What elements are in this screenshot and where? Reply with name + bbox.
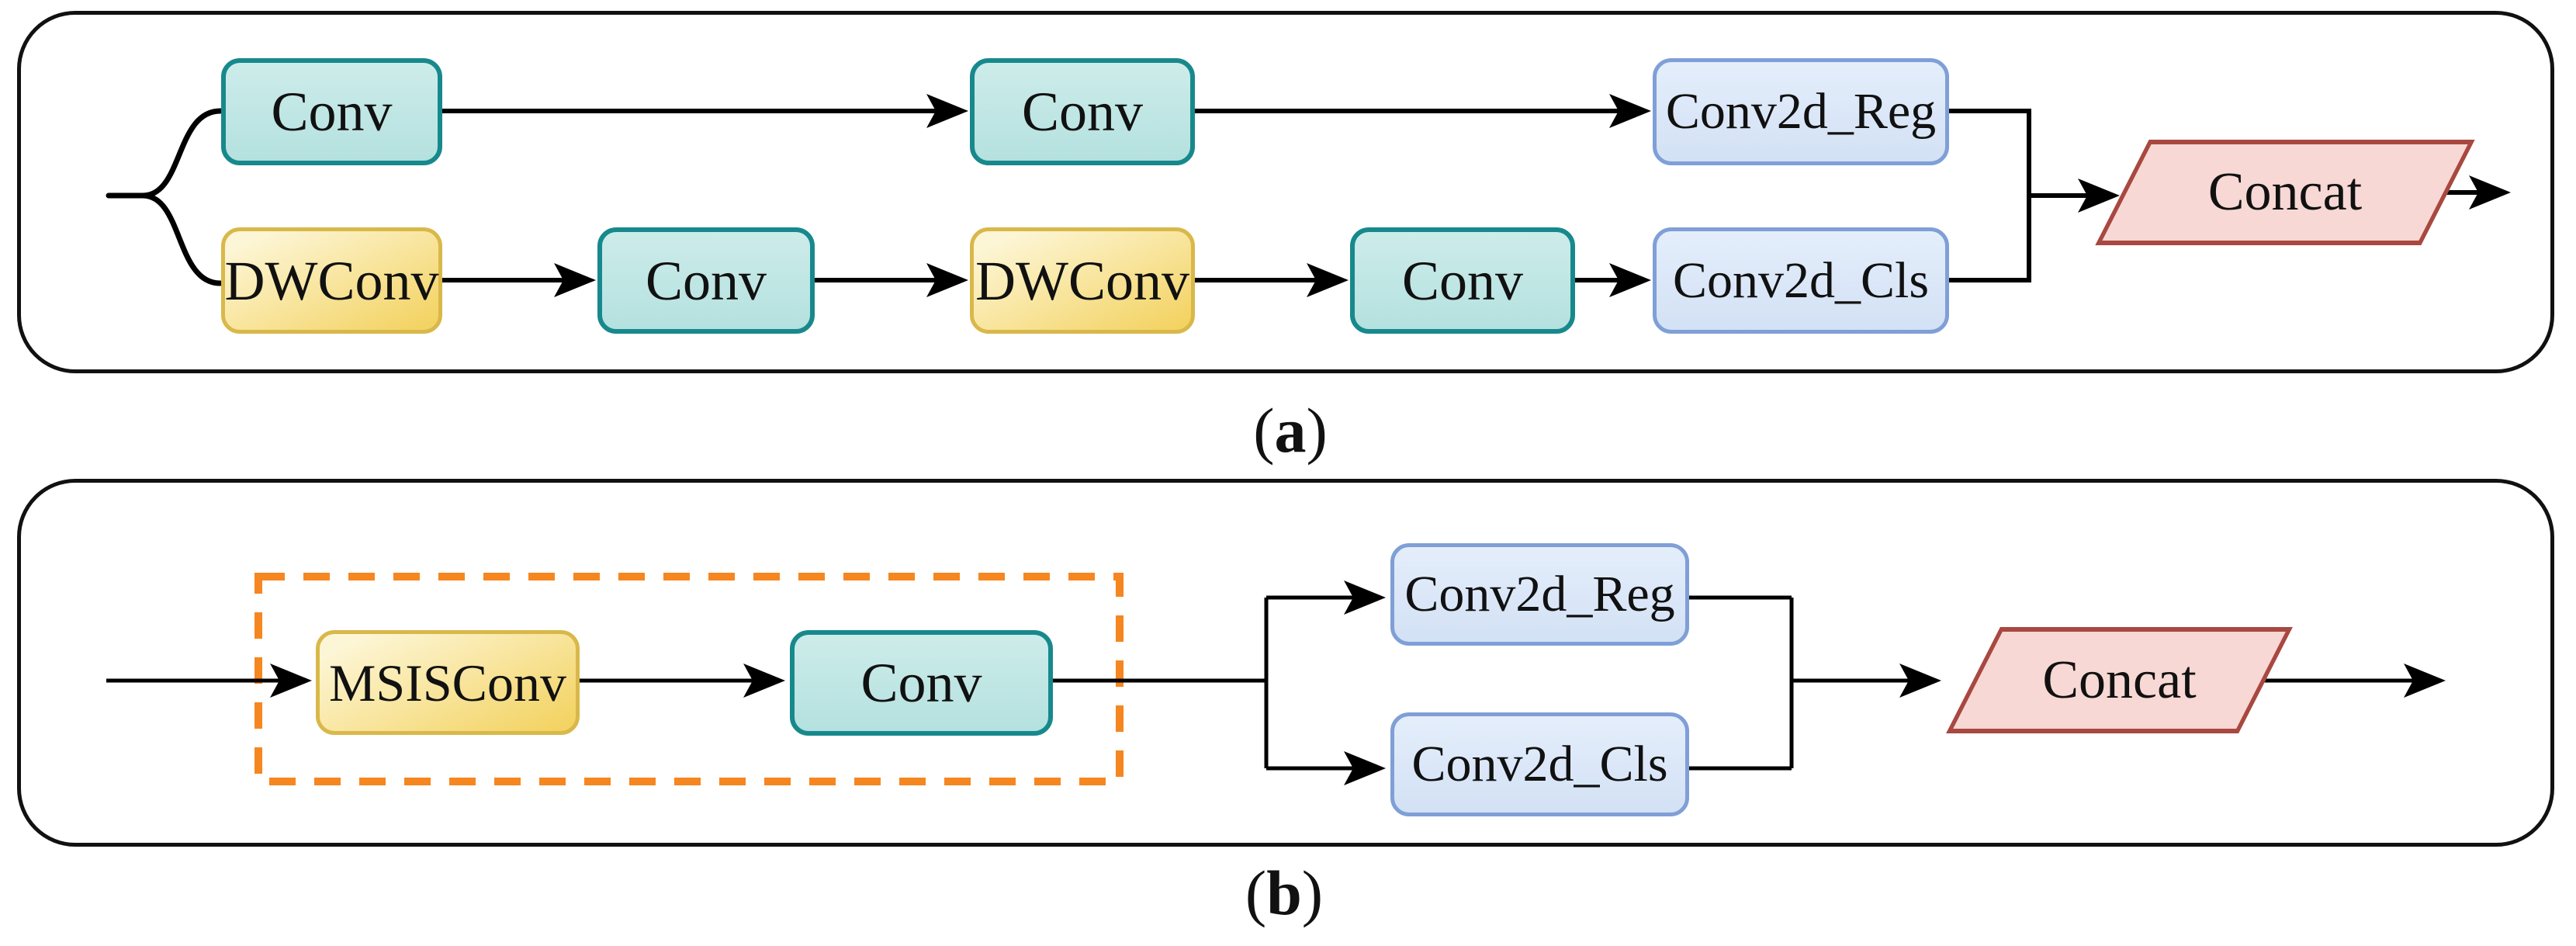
- node-concat-b: Concat: [1946, 627, 2293, 733]
- arrowhead-icon: [1307, 263, 1349, 297]
- node-dwconv-1: DWConv: [221, 227, 442, 334]
- panel-a-border: [17, 11, 2554, 373]
- node-label: Conv: [860, 652, 982, 714]
- node-label: Conv2d_Cls: [1411, 736, 1668, 792]
- panel-b-border: [17, 479, 2554, 847]
- caption-paren: ): [1301, 858, 1324, 928]
- arrowheads-a: [554, 94, 2511, 297]
- connector-lines-b: [106, 595, 2416, 771]
- node-conv2d-reg-b: Conv2d_Reg: [1390, 543, 1689, 646]
- node-conv-1: Conv: [221, 58, 442, 165]
- arrowhead-icon: [1899, 664, 1941, 698]
- node-label: DWConv: [975, 249, 1189, 312]
- node-label: MSISConv: [328, 653, 567, 712]
- arrowhead-icon: [926, 263, 968, 297]
- node-conv2d-reg: Conv2d_Reg: [1653, 58, 1949, 165]
- node-msisconv: MSISConv: [316, 630, 580, 735]
- node-conv-b: Conv: [790, 630, 1053, 736]
- node-label: Conv2d_Reg: [1404, 566, 1675, 622]
- connector-lines-a: [442, 109, 2481, 282]
- node-conv-3: Conv: [597, 227, 815, 334]
- node-label: Conv: [645, 249, 767, 312]
- arrowhead-icon: [270, 664, 312, 698]
- arrowhead-icon: [554, 263, 596, 297]
- caption-letter: b: [1266, 858, 1302, 928]
- arrowhead-icon: [1609, 94, 1651, 128]
- node-label: DWConv: [224, 249, 439, 312]
- node-label: Concat: [2042, 650, 2197, 710]
- arrowhead-icon: [743, 664, 785, 698]
- arrowhead-icon: [926, 94, 968, 128]
- node-label: Conv: [271, 81, 393, 143]
- node-label: Conv: [1021, 81, 1144, 143]
- input-brace-a: [106, 108, 223, 286]
- caption-letter: a: [1274, 395, 1307, 466]
- arrowhead-icon: [1344, 751, 1386, 785]
- arrowhead-icon: [2078, 178, 2120, 213]
- caption-a: (a): [1205, 394, 1376, 467]
- arrowhead-icon: [2469, 175, 2511, 210]
- arrowhead-icon: [1609, 263, 1651, 297]
- arrowhead-icon: [1344, 580, 1386, 615]
- node-conv-4: Conv: [1350, 227, 1575, 334]
- node-conv2d-cls: Conv2d_Cls: [1653, 227, 1949, 334]
- caption-b: (b): [1199, 857, 1369, 930]
- arrowhead-icon: [2404, 664, 2446, 698]
- node-label: Conv: [1401, 249, 1524, 312]
- node-label: Conv2d_Cls: [1672, 251, 1930, 309]
- node-concat-a: Concat: [2095, 140, 2475, 245]
- node-label: Concat: [2207, 162, 2363, 222]
- caption-paren: (: [1253, 395, 1275, 466]
- node-conv2d-cls-b: Conv2d_Cls: [1390, 712, 1689, 816]
- caption-paren: (: [1245, 858, 1267, 928]
- node-dwconv-2: DWConv: [970, 227, 1195, 334]
- caption-paren: ): [1306, 395, 1328, 466]
- node-label: Conv2d_Reg: [1665, 83, 1937, 140]
- node-conv-2: Conv: [970, 58, 1195, 165]
- arrowheads-b: [270, 580, 2446, 785]
